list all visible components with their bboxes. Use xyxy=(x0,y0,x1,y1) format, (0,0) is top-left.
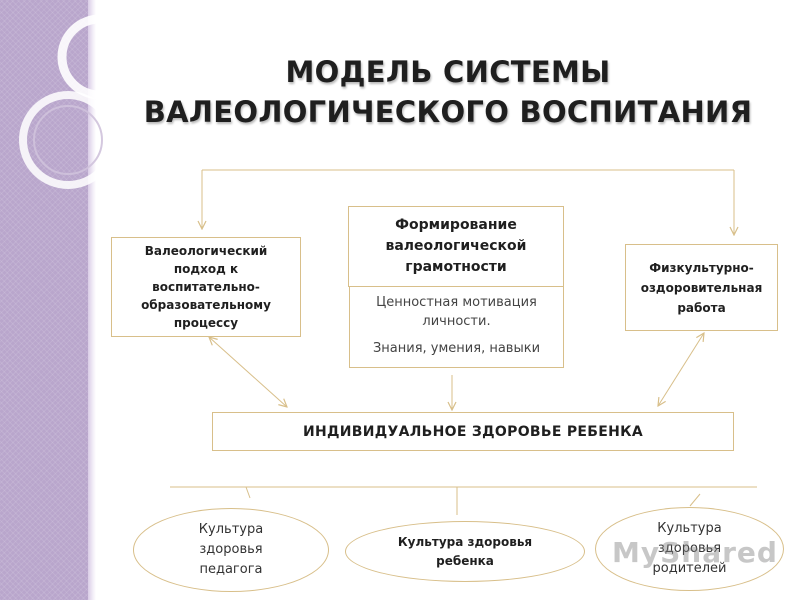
motivation-box: Ценностная мотивация личности. Знания, у… xyxy=(349,287,564,368)
decorative-circles xyxy=(19,14,110,189)
slide-title: МОДЕЛЬ СИСТЕМЫ ВАЛЕОЛОГИЧЕСКОГО ВОСПИТАН… xyxy=(96,52,800,132)
sidebar-edge xyxy=(88,0,96,600)
arrow-right-to-health xyxy=(658,333,704,406)
child-health-culture-ellipse: Культура здоровья ребенка xyxy=(345,521,585,582)
literacy-formation-box: Формирование валеологической грамотности xyxy=(348,206,564,287)
teacher-health-culture-text: Культура здоровья педагога xyxy=(198,522,264,577)
knowledge-skills-text: Знания, умения, навыки xyxy=(372,341,541,356)
parents-health-culture-text: Культура здоровья родителей xyxy=(652,521,727,576)
individual-health-text: ИНДИВИДУАЛЬНОЕ ЗДОРОВЬЕ РЕБЕНКА xyxy=(302,423,644,440)
arrow-left-to-health xyxy=(209,337,287,407)
teacher-health-culture-ellipse: Культура здоровья педагога xyxy=(133,508,329,592)
physical-culture-text: Физкультурно-оздоровительная работа xyxy=(640,260,763,315)
valeological-approach-text: Валеологический подход к воспитательно-о… xyxy=(141,244,271,330)
title-line-2: ВАЛЕОЛОГИЧЕСКОГО ВОСПИТАНИЯ xyxy=(143,95,753,129)
top-bracket-line xyxy=(202,169,734,235)
literacy-formation-text: Формирование валеологической грамотности xyxy=(385,217,527,275)
parents-health-culture-ellipse: Культура здоровья родителей xyxy=(595,507,784,591)
physical-culture-box: Физкультурно-оздоровительная работа xyxy=(625,244,778,331)
title-line-1: МОДЕЛЬ СИСТЕМЫ xyxy=(285,55,611,89)
bottom-bracket-line xyxy=(170,486,757,515)
watermark-text: MyShared xyxy=(612,536,778,569)
child-health-culture-text: Культура здоровья ребенка xyxy=(397,534,533,568)
watermark-logo: MyShared xyxy=(612,536,778,569)
values-motivation-text: Ценностная мотивация личности. xyxy=(376,295,537,329)
individual-health-box: ИНДИВИДУАЛЬНОЕ ЗДОРОВЬЕ РЕБЕНКА xyxy=(212,412,734,451)
valeological-approach-box: Валеологический подход к воспитательно-о… xyxy=(111,237,301,337)
